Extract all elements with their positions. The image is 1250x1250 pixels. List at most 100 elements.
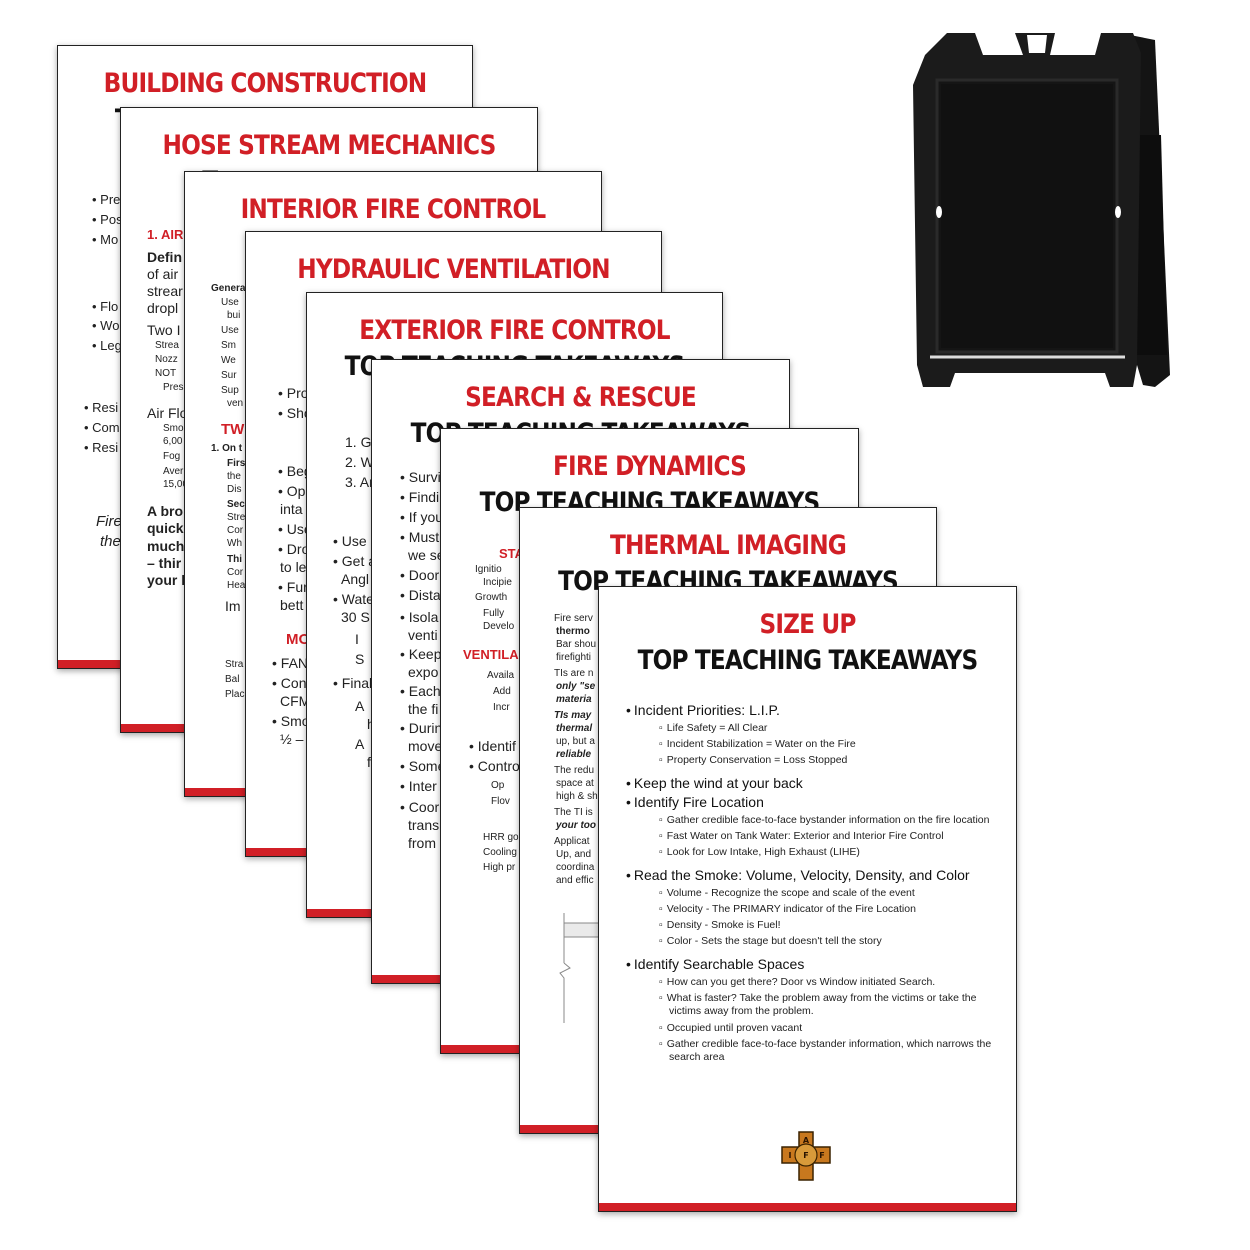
fragment: • Resi: [84, 440, 119, 455]
fragment: h: [367, 715, 375, 734]
fragment: • Con: [272, 675, 307, 691]
fragment: Fully: [483, 608, 505, 619]
fragment: Firs: [227, 458, 246, 469]
fragment: Sec: [227, 499, 245, 510]
fragment: • FAN: [272, 655, 309, 671]
fragment: • Must: [400, 529, 440, 545]
wall-diagram-image: [559, 913, 601, 1023]
fragment: Plac: [225, 689, 245, 700]
fragment: • Dista: [400, 587, 441, 603]
fragment: A: [355, 698, 365, 714]
fragment: to le: [280, 559, 307, 575]
logo-letter: I: [789, 1151, 792, 1160]
list-item: Read the Smoke: Volume, Velocity, Densit…: [626, 867, 992, 884]
fragment: up, but a: [556, 736, 595, 747]
card-title: HYDRAULIC VENTILATION: [297, 254, 610, 285]
fragment: The TI is: [554, 807, 593, 818]
fragment: Cooling: [483, 847, 517, 858]
card-title: FIRE DYNAMICS: [553, 451, 747, 482]
fragment: 3. Ar: [345, 474, 374, 490]
list-subitem: Incident Stabilization = Water on the Fi…: [659, 738, 992, 751]
fragment: Sm: [221, 340, 236, 351]
fragment: 15,00: [163, 479, 189, 490]
a-frame-sign-image: [913, 33, 1170, 387]
fragment: • Ope: [278, 483, 314, 499]
list-subitem: How can you get there? Door vs Window in…: [659, 976, 992, 989]
fragment: • Get a: [333, 553, 377, 569]
fragment: dropl: [147, 300, 179, 316]
fragment: • Beg: [278, 463, 312, 479]
fragment: • Use a: [333, 533, 379, 549]
fragment: Wh: [227, 538, 242, 549]
card-title: INTERIOR FIRE CONTROL: [240, 194, 547, 225]
fragment: • Some: [400, 758, 446, 774]
fragment: • Keep: [400, 646, 442, 662]
fragment: inta: [280, 501, 303, 517]
fragment: • Wo: [92, 318, 120, 333]
fragment: 1. On t: [211, 443, 243, 454]
fragment: the: [227, 471, 241, 482]
fragment: Incr: [493, 702, 510, 713]
fragment: • Pro: [278, 385, 309, 401]
takeaways-list: Incident Priorities: L.I.P. Life Safety …: [626, 702, 992, 1064]
list-item: Identify Searchable Spaces: [626, 956, 992, 973]
fragment: • Wate: [333, 591, 374, 607]
fragment: Add: [493, 686, 511, 697]
fragment: The redu: [554, 765, 595, 776]
logo-letter: A: [803, 1136, 810, 1145]
fragment: thermo: [556, 626, 590, 637]
list-subitem: Look for Low Intake, High Exhaust (LIHE): [659, 846, 992, 859]
fragment: • Use: [278, 521, 312, 537]
fragment: Stra: [225, 659, 244, 670]
fragment: Sur: [221, 370, 237, 381]
fragment: Nozz: [155, 354, 178, 365]
fragment: STA: [499, 546, 525, 561]
fragment: TIs may: [554, 710, 592, 721]
list-item: Keep the wind at your back: [626, 775, 992, 792]
fragment: Fog: [163, 451, 181, 462]
list-subitem: Property Conservation = Loss Stopped: [659, 754, 992, 767]
fragment: 1. AIR: [147, 227, 184, 242]
fragment: Strea: [155, 340, 179, 351]
card-title: EXTERIOR FIRE CONTROL: [359, 315, 670, 346]
fragment: • Coor: [400, 799, 440, 815]
fragment: ½ –: [280, 731, 304, 747]
fragment: Bar shou: [556, 639, 597, 650]
fragment: expo: [408, 664, 439, 680]
list-subitem: Gather credible face-to-face bystander i…: [659, 1038, 992, 1064]
fragment: Op: [491, 780, 505, 791]
fragment: 1. Ge: [345, 434, 380, 450]
fragment: Thi: [227, 554, 242, 565]
logo-letter: F: [819, 1151, 824, 1160]
card-title: HOSE STREAM MECHANICS: [162, 130, 497, 161]
card-subtitle: TOP TEACHING TAKEAWAYS: [637, 645, 979, 676]
fragment: • Each: [400, 683, 441, 699]
fragment: High pr: [483, 862, 516, 873]
fragment: high & sh: [556, 791, 598, 802]
fragment: I: [355, 631, 359, 647]
fragment: 6,00: [163, 436, 183, 447]
fragment: • Leg: [92, 338, 122, 353]
fragment: Ignitio: [475, 564, 502, 575]
fragment: Aver: [163, 466, 184, 477]
fragment: materia: [556, 694, 592, 705]
fragment: the fi: [408, 701, 439, 717]
fragment: Bal: [225, 674, 240, 685]
list-subitem: Volume - Recognize the scope and scale o…: [659, 887, 992, 900]
fragment: venti: [408, 627, 438, 643]
fragment: Fire serv: [554, 613, 593, 624]
fragment: reliable: [556, 749, 592, 760]
card-title: SEARCH & RESCUE: [465, 382, 697, 413]
fragment: • Sho: [278, 405, 312, 421]
list-subitem: Velocity - The PRIMARY indicator of the …: [659, 903, 992, 916]
fragment: • Mo: [92, 232, 119, 247]
fragment: – thir: [147, 555, 182, 571]
fragment: • If you: [400, 509, 444, 525]
fragment: much: [147, 538, 185, 554]
iaff-logo-icon: A I F F: [781, 1131, 831, 1181]
list-item: Identify Fire Location: [626, 794, 992, 811]
fragment: • Survi: [400, 469, 441, 485]
fragment: your l: [147, 572, 186, 588]
card-accent-bar: [599, 1203, 1016, 1211]
fragment: TIs are n: [554, 668, 594, 679]
